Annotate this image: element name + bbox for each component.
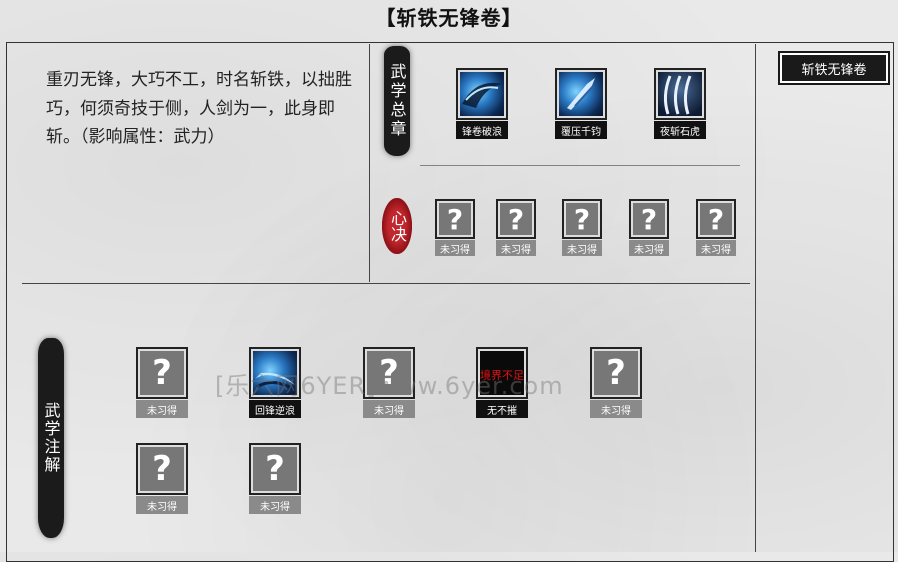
- question-icon: ?: [496, 199, 536, 239]
- skill-label: 覆压千钧: [555, 121, 607, 139]
- annotation-label: 未习得: [136, 496, 188, 514]
- mind-slot-3[interactable]: ? 未习得: [562, 199, 614, 256]
- mind-label: 未习得: [496, 240, 536, 256]
- skill-label: 夜斩石虎: [654, 121, 706, 139]
- question-icon: ?: [590, 347, 642, 399]
- annotation-slot-2[interactable]: 回锋逆浪: [249, 347, 301, 418]
- divider-horizontal: [22, 283, 750, 284]
- section-banner-annotation: 武学注解: [38, 338, 64, 538]
- mind-label: 未习得: [562, 240, 602, 256]
- divider-vertical-left: [369, 44, 370, 282]
- reverse-wave-icon: [249, 347, 301, 399]
- annotation-label: 无不摧: [476, 400, 528, 418]
- section-seal-mind: 心决: [382, 198, 412, 254]
- annotation-label: 未习得: [249, 496, 301, 514]
- question-icon: ?: [363, 347, 415, 399]
- question-icon: ?: [696, 199, 736, 239]
- mind-slot-2[interactable]: ? 未习得: [496, 199, 548, 256]
- annotation-slot-3[interactable]: ? 未习得: [363, 347, 415, 418]
- question-icon: ?: [435, 199, 475, 239]
- manual-name-button[interactable]: 斩铁无锋卷: [778, 51, 890, 85]
- lock-text: 境界不足: [480, 369, 524, 382]
- divider-vertical-right: [755, 44, 756, 552]
- page-title: 【斩铁无锋卷】: [375, 6, 523, 30]
- section-label-annotation: 武学注解: [41, 402, 61, 474]
- annotation-label: 未习得: [590, 400, 642, 418]
- mind-slot-5[interactable]: ? 未习得: [696, 199, 748, 256]
- watermark: [乐六网6YER]www.6yer.com: [215, 372, 564, 400]
- wave-slash-icon: [456, 68, 508, 120]
- mind-label: 未习得: [629, 240, 669, 256]
- question-icon: ?: [562, 199, 602, 239]
- crushing-blade-icon: [555, 68, 607, 120]
- locked-icon: 境界不足: [476, 347, 528, 399]
- annotation-label: 未习得: [136, 400, 188, 418]
- annotation-slot-7[interactable]: ? 未习得: [249, 443, 301, 514]
- annotation-label: 回锋逆浪: [249, 400, 301, 418]
- mind-slot-4[interactable]: ? 未习得: [629, 199, 681, 256]
- annotation-slot-1[interactable]: ? 未习得: [136, 347, 188, 418]
- skill-slot-3[interactable]: 夜斩石虎: [654, 68, 706, 139]
- divider-mind: [420, 165, 740, 166]
- question-icon: ?: [249, 443, 301, 495]
- claw-slash-icon: [654, 68, 706, 120]
- annotation-slot-6[interactable]: ? 未习得: [136, 443, 188, 514]
- skill-slot-2[interactable]: 覆压千钧: [555, 68, 607, 139]
- section-label-mind: 心决: [388, 210, 407, 242]
- mind-slot-1[interactable]: ? 未习得: [429, 199, 481, 256]
- mind-label: 未习得: [696, 240, 736, 256]
- question-icon: ?: [136, 443, 188, 495]
- skill-label: 锋卷破浪: [456, 121, 508, 139]
- annotation-slot-4[interactable]: 境界不足 无不摧: [476, 347, 528, 418]
- mind-label: 未习得: [435, 240, 475, 256]
- question-icon: ?: [136, 347, 188, 399]
- annotation-label: 未习得: [363, 400, 415, 418]
- annotation-slot-5[interactable]: ? 未习得: [590, 347, 642, 418]
- skill-slot-1[interactable]: 锋卷破浪: [456, 68, 508, 139]
- description-text: 重刃无锋，大巧不工，时名斩铁，以拙胜巧，何须奇技于侧，人剑为一，此身即斩。（影响…: [46, 70, 352, 147]
- question-icon: ?: [629, 199, 669, 239]
- section-banner-general: 武学总章: [384, 46, 410, 156]
- section-label-general: 武学总章: [387, 63, 407, 139]
